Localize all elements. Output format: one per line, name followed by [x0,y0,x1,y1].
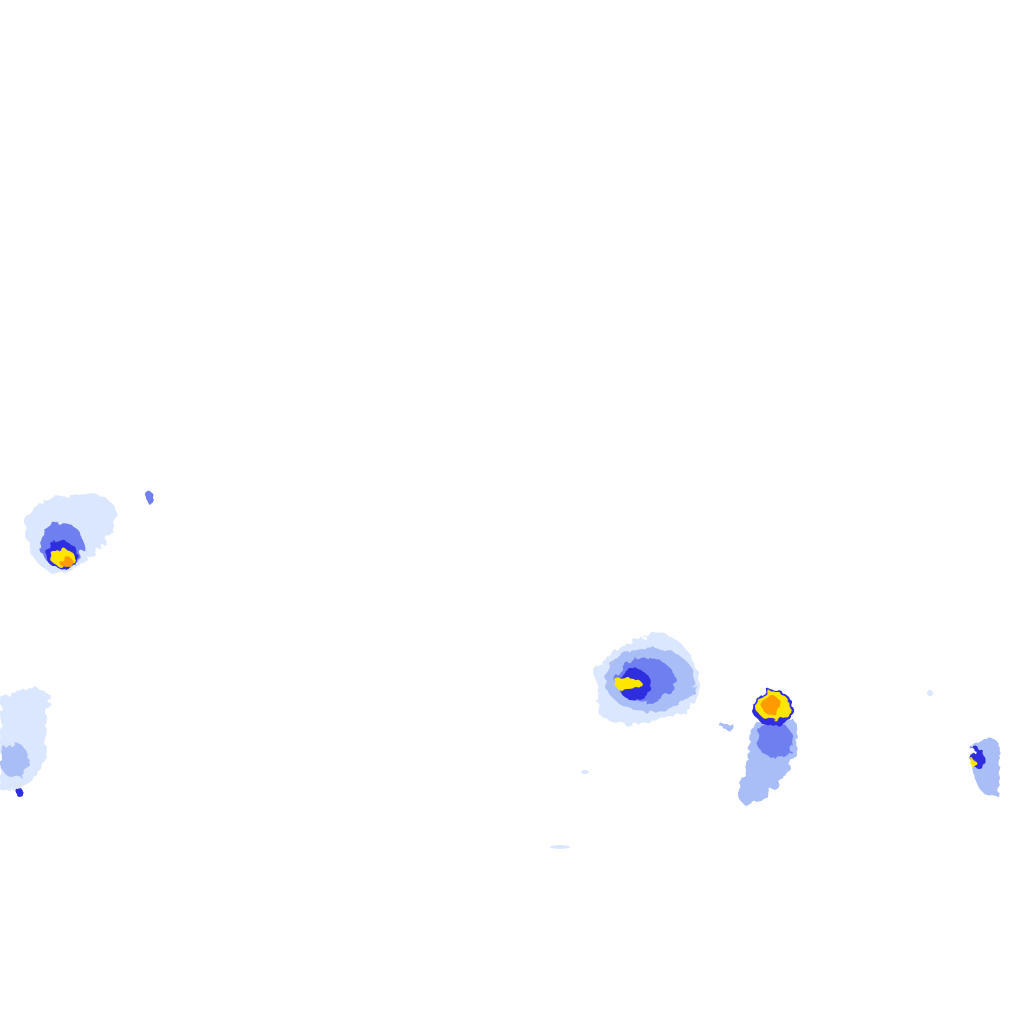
precip-cell-central [595,632,700,724]
cell-medium-area [0,742,28,778]
precip-cell-northwest [25,491,153,573]
cell-medium-area [757,722,793,758]
cell-heavy-area [971,759,975,767]
echo [581,770,589,774]
precip-cell-east [971,737,1000,797]
precip-cell-intense [720,690,797,805]
cell-very-heavy-area [762,697,782,715]
cell-small-echo [145,491,153,503]
scattered-echoes [550,690,933,849]
precip-cell-west [0,688,50,796]
echo [550,845,570,849]
cell-small-echo [720,723,734,729]
cell-very-heavy-area [59,557,73,567]
cell-heavy-area [614,678,642,690]
echo [927,690,933,696]
cell-strong-area [15,788,23,796]
